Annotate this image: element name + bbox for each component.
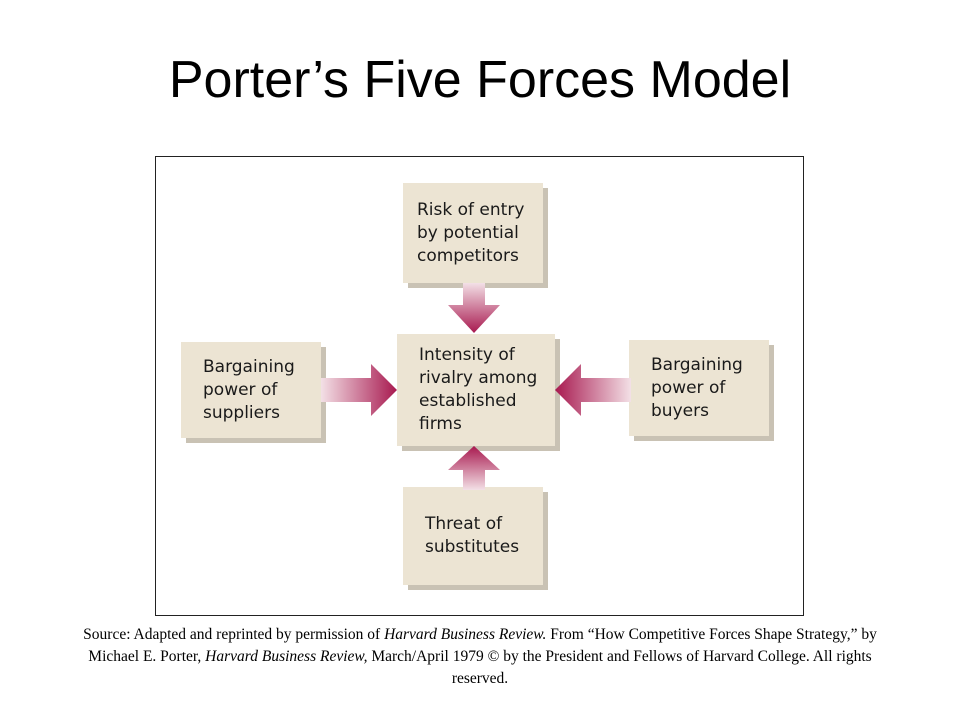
force-label-risk-of-entry: Risk of entry by potential competitors — [417, 199, 525, 266]
source-hbr-italic-1: Harvard Business Review. — [384, 626, 547, 643]
force-label-rivalry: Intensity of rivalry among established f… — [419, 345, 538, 434]
arrow-up-icon — [448, 446, 500, 490]
force-box-suppliers: Bargaining power of suppliers — [181, 342, 321, 438]
force-box-buyers: Bargaining power of buyers — [629, 340, 769, 436]
force-box-risk-of-entry: Risk of entry by potential competitors — [403, 183, 543, 283]
arrow-down-icon — [448, 283, 500, 333]
force-box-substitutes: Threat of substitutes — [403, 487, 543, 585]
force-label-buyers: Bargaining power of buyers — [651, 354, 743, 421]
page-title: Porter’s Five Forces Model — [168, 51, 792, 109]
source-text-3: March/April 1979 © by the President and … — [367, 648, 872, 687]
source-text-2: From “How Competitive Forces Shape Strat… — [88, 626, 877, 665]
arrow-right-icon — [321, 364, 397, 416]
source-text-1: Source: Adapted and reprinted by permiss… — [83, 626, 385, 643]
force-label-suppliers: Bargaining power of suppliers — [203, 356, 295, 423]
source-citation: Source: Adapted and reprinted by permiss… — [80, 624, 880, 690]
arrow-left-icon — [555, 364, 631, 416]
five-forces-diagram: Risk of entry by potential competitors B… — [155, 156, 804, 616]
force-box-rivalry: Intensity of rivalry among established f… — [397, 334, 555, 446]
force-label-substitutes: Threat of substitutes — [425, 514, 520, 557]
source-hbr-italic-2: Harvard Business Review, — [205, 648, 368, 665]
